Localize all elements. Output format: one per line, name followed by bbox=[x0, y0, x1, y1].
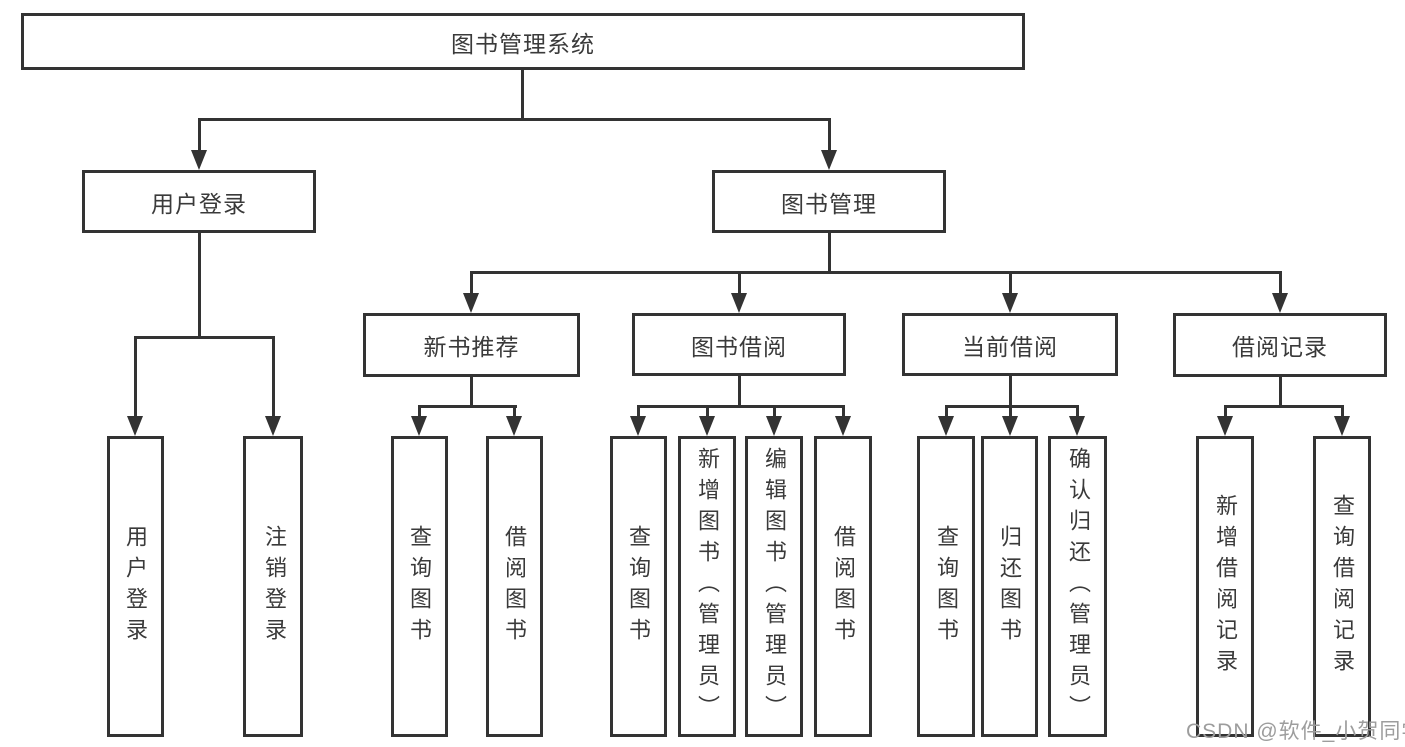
connector-to-leaf bbox=[1341, 405, 1344, 418]
connector-root-stub bbox=[521, 70, 524, 119]
leaf-add-borrow-record: 新增借阅记录 bbox=[1196, 436, 1254, 737]
connector-to-leaf bbox=[134, 336, 137, 419]
arrowhead-down-icon bbox=[731, 293, 747, 313]
leaf-query-books-borrow: 查询图书 bbox=[610, 436, 667, 737]
arrowhead-down-icon bbox=[1069, 416, 1085, 436]
arrowhead-down-icon bbox=[1002, 293, 1018, 313]
connector-new-book-rail bbox=[418, 405, 517, 408]
connector-to-leaf bbox=[945, 405, 948, 418]
node-label: 图书管理 bbox=[781, 190, 877, 217]
arrowhead-down-icon bbox=[821, 150, 837, 170]
arrowhead-down-icon bbox=[1217, 416, 1233, 436]
leaf-confirm-return-admin: 确认归还（管理员） bbox=[1048, 436, 1107, 737]
arrowhead-down-icon bbox=[127, 416, 143, 436]
arrowhead-down-icon bbox=[699, 416, 715, 436]
connector-borrow-records-stub bbox=[1279, 377, 1282, 408]
arrowhead-down-icon bbox=[463, 293, 479, 313]
node-label: 借阅记录 bbox=[1232, 334, 1328, 360]
node-library-management-system: 图书管理系统 bbox=[21, 13, 1025, 70]
connector-to-book-borrow bbox=[738, 271, 741, 295]
arrowhead-down-icon bbox=[835, 416, 851, 436]
node-borrow-records: 借阅记录 bbox=[1173, 313, 1387, 377]
leaf-return-books: 归还图书 bbox=[981, 436, 1038, 737]
node-label: 图书管理系统 bbox=[451, 30, 595, 57]
connector-to-leaf bbox=[1224, 405, 1227, 418]
arrowhead-down-icon bbox=[1334, 416, 1350, 436]
leaf-query-borrow-record: 查询借阅记录 bbox=[1313, 436, 1371, 737]
connector-to-leaf bbox=[842, 405, 845, 418]
connector-to-leaf bbox=[513, 405, 516, 418]
connector-to-current-borrow bbox=[1009, 271, 1012, 295]
arrowhead-down-icon bbox=[506, 416, 522, 436]
leaf-borrow-books-recommend: 借阅图书 bbox=[486, 436, 543, 737]
connector-current-borrow-stub bbox=[1009, 376, 1012, 408]
arrowhead-down-icon bbox=[938, 416, 954, 436]
connector-to-new-book bbox=[470, 271, 473, 295]
connector-book-borrow-stub bbox=[738, 376, 741, 408]
leaf-borrow-books: 借阅图书 bbox=[814, 436, 872, 737]
connector-to-leaf bbox=[773, 405, 776, 418]
leaf-query-books-recommend: 查询图书 bbox=[391, 436, 448, 737]
node-user-login: 用户登录 bbox=[82, 170, 316, 233]
connector-to-leaf bbox=[418, 405, 421, 418]
connector-borrow-records-rail bbox=[1224, 405, 1343, 408]
node-book-borrow: 图书借阅 bbox=[632, 313, 846, 376]
csdn-watermark: CSDN @软件_小贺同学 bbox=[1186, 720, 1405, 743]
arrowhead-down-icon bbox=[1272, 293, 1288, 313]
leaf-edit-books-admin: 编辑图书（管理员） bbox=[745, 436, 803, 737]
leaf-logout: 注销登录 bbox=[243, 436, 303, 737]
leaf-user-login: 用户登录 bbox=[107, 436, 164, 737]
connector-book-borrow-rail bbox=[637, 405, 845, 408]
connector-level2-rail bbox=[198, 118, 831, 121]
arrowhead-down-icon bbox=[191, 150, 207, 170]
arrowhead-down-icon bbox=[411, 416, 427, 436]
connector-level3-rail bbox=[470, 271, 1281, 274]
connector-book-management-stub bbox=[828, 233, 831, 274]
connector-to-leaf bbox=[706, 405, 709, 418]
connector-to-user-login bbox=[198, 118, 201, 153]
connector-user-login-stub bbox=[198, 233, 201, 339]
connector-user-login-rail bbox=[134, 336, 275, 339]
arrowhead-down-icon bbox=[766, 416, 782, 436]
connector-to-borrow-records bbox=[1279, 271, 1282, 295]
node-label: 用户登录 bbox=[151, 190, 247, 217]
connector-to-leaf bbox=[1009, 405, 1012, 418]
node-label: 图书借阅 bbox=[691, 333, 787, 360]
connector-new-book-stub bbox=[470, 377, 473, 408]
leaf-add-books-admin: 新增图书（管理员） bbox=[678, 436, 736, 737]
arrowhead-down-icon bbox=[630, 416, 646, 436]
connector-to-leaf bbox=[1076, 405, 1079, 418]
node-book-management: 图书管理 bbox=[712, 170, 946, 233]
node-current-borrow: 当前借阅 bbox=[902, 313, 1118, 376]
leaf-query-books-current: 查询图书 bbox=[917, 436, 975, 737]
arrowhead-down-icon bbox=[1002, 416, 1018, 436]
connector-to-book-management bbox=[828, 118, 831, 153]
node-new-book-recommend: 新书推荐 bbox=[363, 313, 580, 377]
node-label: 当前借阅 bbox=[962, 333, 1058, 360]
connector-to-leaf bbox=[272, 336, 275, 419]
connector-to-leaf bbox=[637, 405, 640, 418]
node-label: 新书推荐 bbox=[423, 334, 520, 360]
arrowhead-down-icon bbox=[265, 416, 281, 436]
